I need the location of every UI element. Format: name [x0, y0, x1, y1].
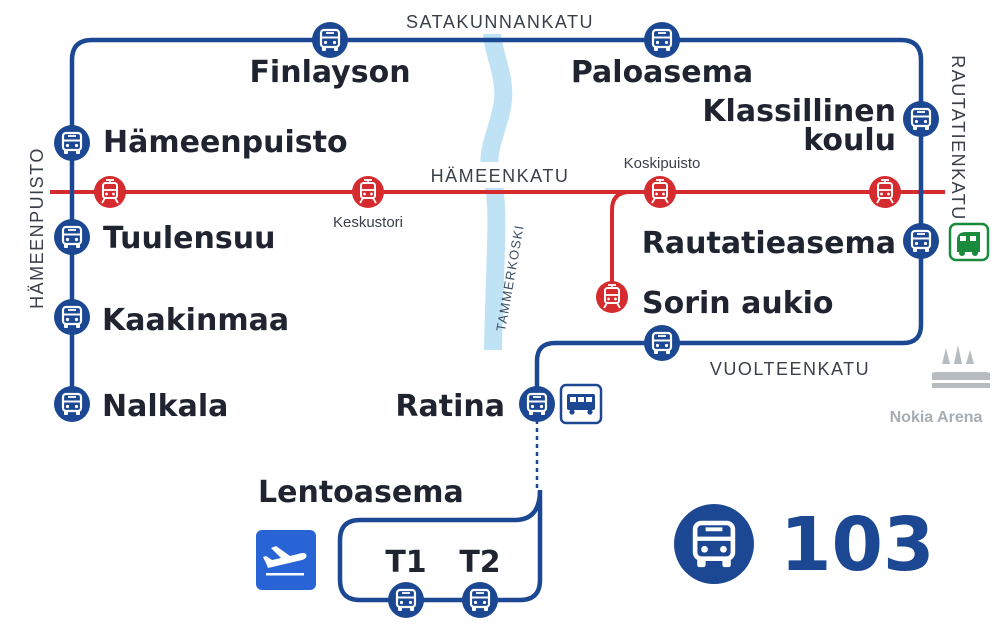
bus-stop-rautatieasema-label: Rautatieasema: [642, 226, 896, 261]
tram-stop-koskipuisto: [644, 176, 676, 208]
bus-stop-t1: [388, 582, 424, 618]
tram-stop-keskustori-label: Keskustori: [333, 214, 403, 231]
bus-stop-ratina: [519, 386, 555, 422]
bus-stop-klassillinen-label-2: koulu: [803, 123, 896, 158]
bus-route-main: [69, 37, 924, 404]
svg-text:RAUTATIENKATU: RAUTATIENKATU: [948, 55, 968, 221]
train-icon: [948, 222, 990, 262]
route-badge: [674, 504, 754, 584]
lentoasema-label: Lentoasema: [258, 475, 464, 510]
bus-stop-kaakinmaa-label: Kaakinmaa: [102, 303, 289, 338]
svg-text:SATAKUNNANKATU: SATAKUNNANKATU: [406, 12, 594, 32]
tram-stop-sorin-aukio-label: Sorin aukio: [642, 286, 834, 321]
tammerkoski-river: [480, 16, 513, 351]
bus-stop-vuolteenkatu: [644, 325, 680, 361]
street-hameenkatu: HÄMEENKATU: [412, 162, 590, 188]
route-number: 103: [780, 502, 934, 588]
bus-stop-klassillinen-label-1: Klassillinen: [702, 94, 896, 129]
tram-stop-keskustori: [352, 176, 384, 208]
bus-route-airport-loop: [337, 489, 543, 603]
t1-label: T1: [385, 545, 426, 580]
street-rautatienkatu: RAUTATIENKATU: [946, 35, 972, 235]
tram-stop-rautatieasema: [869, 176, 901, 208]
bus-stop-hameenpuisto: [54, 125, 90, 161]
t2-label: T2: [459, 545, 500, 580]
bus-stop-hameenpuisto-label: Hämeenpuisto: [103, 125, 348, 160]
bus-stop-tuulensuu-label: Tuulensuu: [103, 221, 275, 256]
bus-stop-klassillinen-koulu: [903, 101, 939, 137]
bus-stop-tuulensuu: [54, 219, 90, 255]
street-hameenpuisto: HÄMEENPUISTO: [20, 125, 47, 325]
tram-stop-sorin-aukio: [596, 281, 628, 313]
tram-line-branch: [610, 190, 631, 297]
arena-icon: [931, 345, 991, 388]
tram-stop-hameenpuisto: [94, 176, 126, 208]
street-satakunnankatu: SATAKUNNANKATU: [383, 8, 618, 34]
bus-stop-ratina-label: Ratina: [395, 389, 505, 424]
tram-stop-koskipuisto-label: Koskipuisto: [624, 155, 701, 172]
airplane-icon: [256, 530, 316, 590]
coach-bus-icon: [559, 383, 603, 425]
bus-stop-finlayson-label: Finlayson: [249, 55, 410, 90]
bus-stop-finlayson: [312, 22, 348, 58]
svg-text:HÄMEENPUISTO: HÄMEENPUISTO: [27, 147, 47, 309]
bus-stop-paloasema-label: Paloasema: [571, 55, 753, 90]
bus-stop-nalkala: [54, 386, 90, 422]
nokia-arena-label: Nokia Arena: [890, 409, 983, 426]
bus-stop-paloasema: [644, 22, 680, 58]
street-vuolteenkatu: VUOLTEENKATU: [710, 359, 870, 379]
bus-stop-kaakinmaa: [54, 299, 90, 335]
svg-text:HÄMEENKATU: HÄMEENKATU: [431, 166, 570, 186]
bus-stop-t2: [462, 582, 498, 618]
bus-stop-rautatieasema: [903, 223, 939, 259]
bus-stop-nalkala-label: Nalkala: [102, 389, 228, 424]
